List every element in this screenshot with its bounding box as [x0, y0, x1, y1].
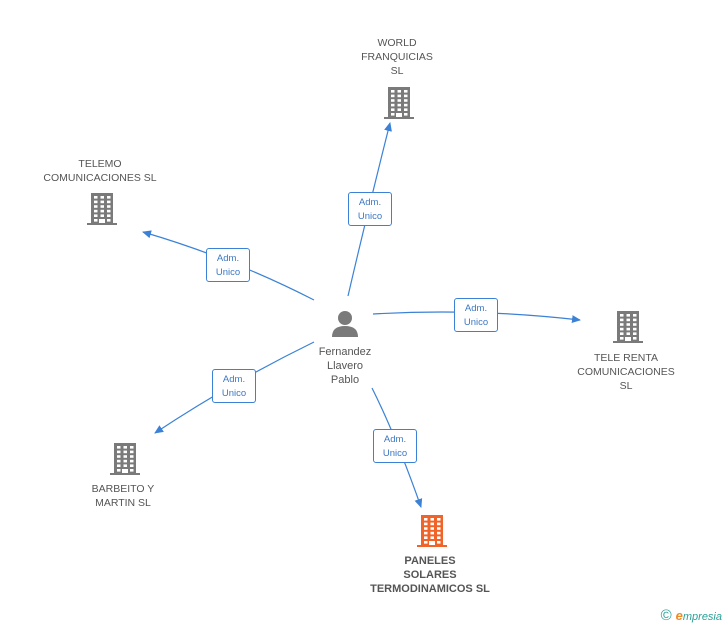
company-name-telerenta[interactable]: TELE RENTA COMUNICACIONES SL: [577, 352, 675, 392]
role-line2: Unico: [382, 448, 408, 459]
role-line1: Adm.: [383, 434, 407, 445]
brand-footer[interactable]: © empresia: [661, 607, 722, 624]
role-line1: Adm.: [464, 303, 488, 314]
role-badge-telemo: Adm. Unico: [206, 248, 250, 282]
role-line1: Adm.: [358, 197, 382, 208]
company-name-telemo[interactable]: TELEMO COMUNICACIONES SL: [43, 158, 157, 184]
role-badge-barbeito: Adm. Unico: [212, 369, 256, 403]
role-line2: Unico: [221, 388, 247, 399]
copyright-icon: ©: [660, 607, 672, 624]
role-line1: Adm.: [222, 374, 246, 385]
building-icon[interactable]: [384, 87, 414, 119]
role-badge-paneles: Adm. Unico: [373, 429, 417, 463]
role-line2: Unico: [463, 317, 489, 328]
building-icon[interactable]: [417, 515, 447, 547]
person-icon[interactable]: [332, 311, 358, 337]
building-icon[interactable]: [613, 311, 643, 343]
role-badge-telerenta: Adm. Unico: [454, 298, 498, 332]
company-name-barbeito[interactable]: BARBEITO Y MARTIN SL: [91, 483, 155, 509]
person-name[interactable]: Fernandez Llavero Pablo: [318, 346, 372, 386]
role-line2: Unico: [357, 211, 383, 222]
company-name-world[interactable]: WORLD FRANQUICIAS SL: [361, 37, 433, 77]
role-line1: Adm.: [216, 253, 240, 264]
company-name-paneles[interactable]: PANELES SOLARES TERMODINAMICOS SL: [370, 555, 490, 595]
role-line2: Unico: [215, 267, 241, 278]
brand-logo: empresia: [675, 608, 722, 623]
building-icon[interactable]: [87, 193, 117, 225]
building-icon[interactable]: [110, 443, 140, 475]
role-badge-world: Adm. Unico: [348, 192, 392, 226]
